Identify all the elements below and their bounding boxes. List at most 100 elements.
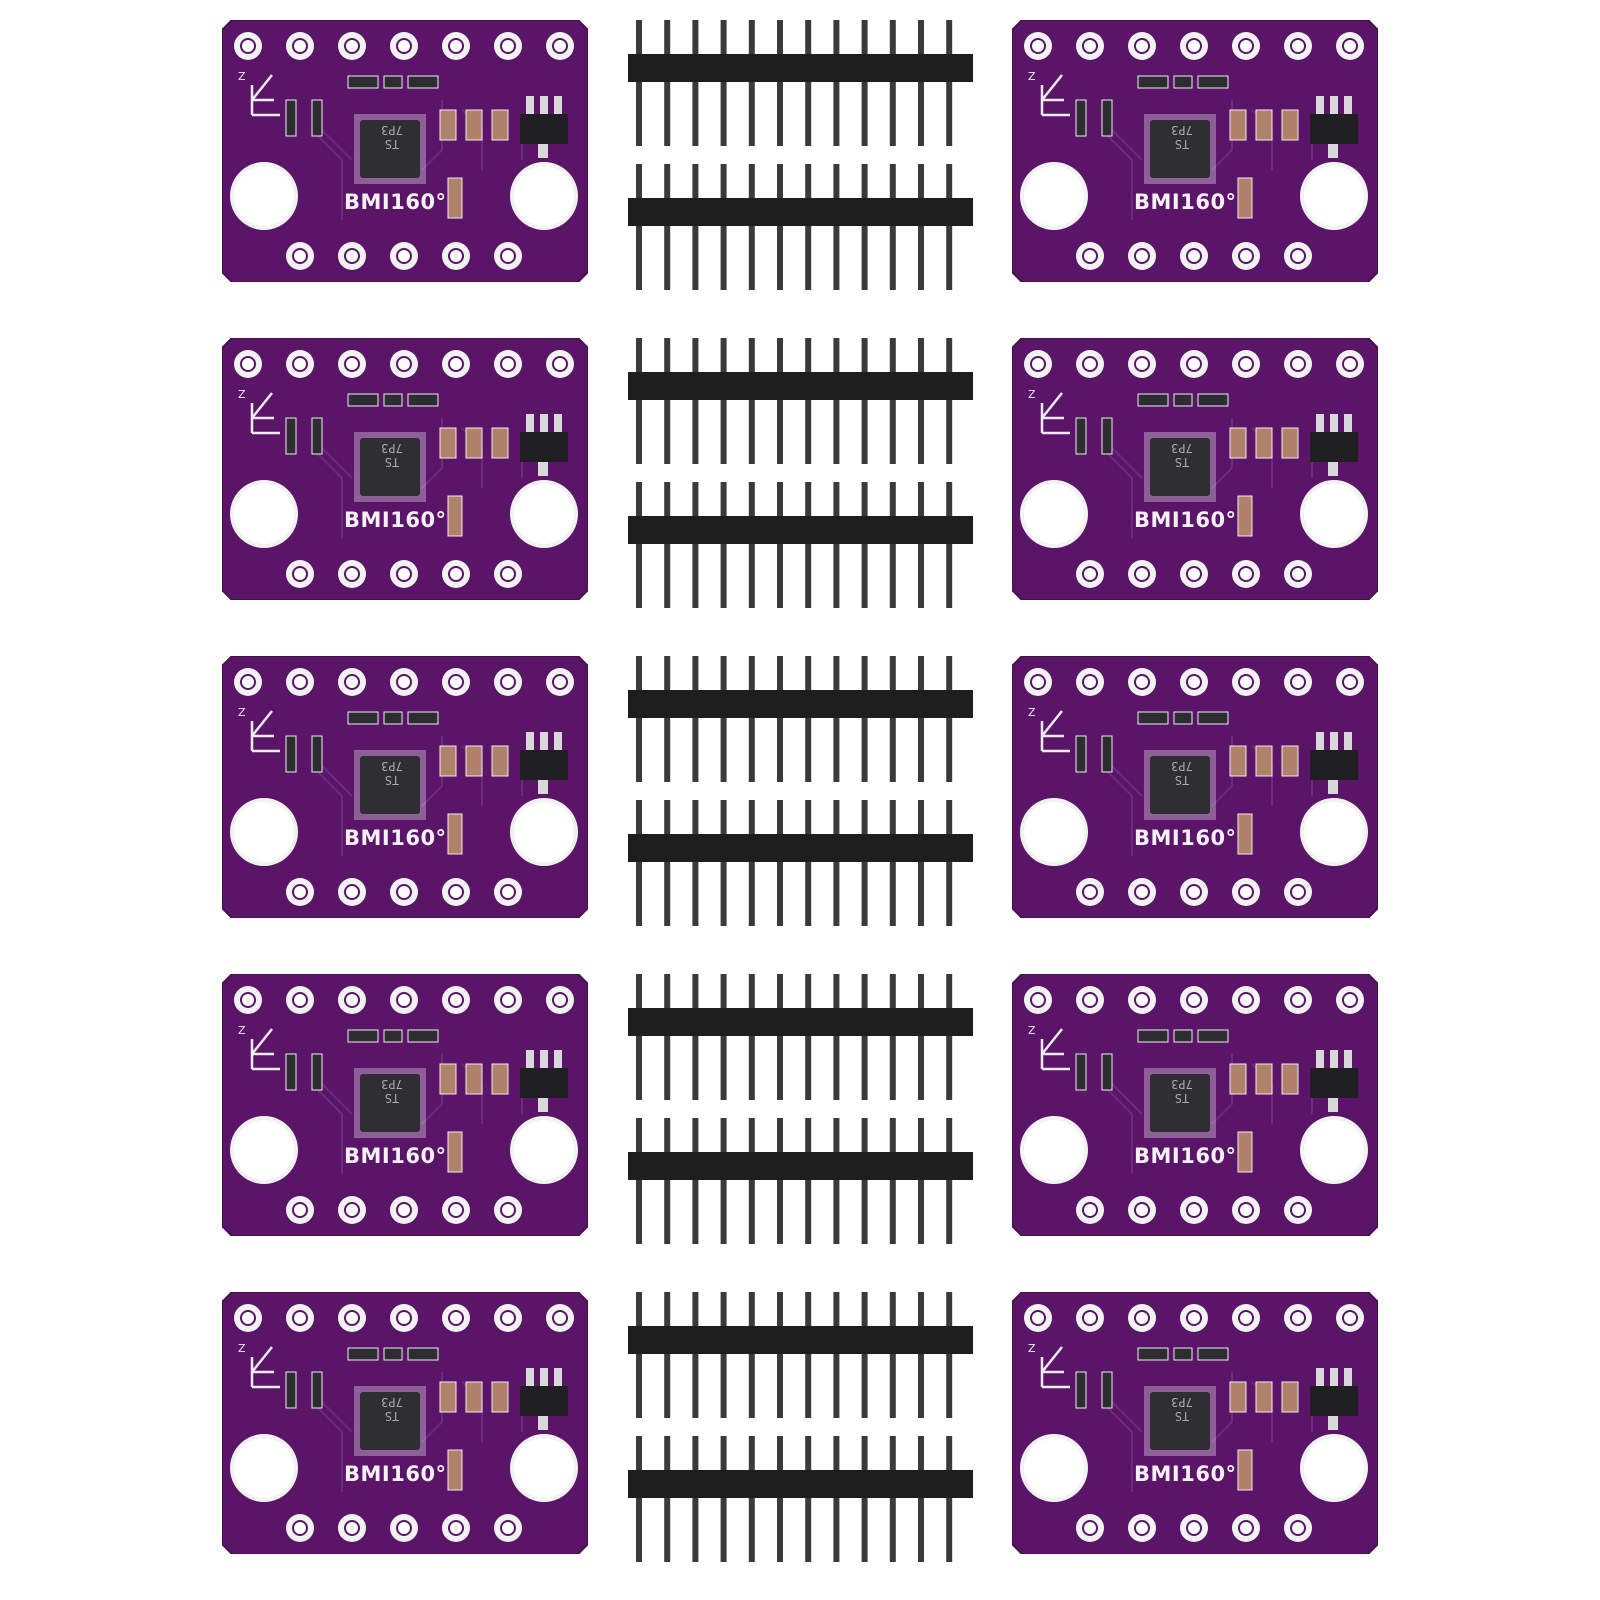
chip-marking-line1: TS bbox=[1174, 1409, 1190, 1423]
chip-marking-line2: 7P3 bbox=[1171, 1395, 1193, 1409]
chip-marking-line2: 7P3 bbox=[381, 1077, 403, 1091]
board-label: BMI160° bbox=[1134, 1462, 1237, 1486]
header-pin bbox=[748, 656, 755, 782]
header-pin bbox=[918, 974, 924, 1100]
header-pin bbox=[833, 164, 840, 290]
pin-header-graphic bbox=[628, 1436, 973, 1562]
header-pin bbox=[946, 1118, 953, 1244]
header-pin bbox=[833, 800, 840, 926]
bmi160-board: Z TS 7P3 BMI160 bbox=[222, 974, 588, 1236]
header-pin bbox=[946, 1292, 953, 1418]
svg-text:Z: Z bbox=[1028, 70, 1036, 83]
pcb-graphic: Z bbox=[1012, 974, 1378, 1236]
chip-marking-line1: TS bbox=[384, 1409, 400, 1423]
header-pin bbox=[777, 1118, 783, 1244]
header-pin bbox=[861, 1292, 868, 1418]
chip-marking: TS 7P3 bbox=[374, 123, 410, 151]
header-pin bbox=[861, 974, 868, 1100]
header-pin bbox=[777, 974, 783, 1100]
header-pin bbox=[720, 1118, 727, 1244]
chip-marking: TS 7P3 bbox=[374, 1077, 410, 1105]
header-pin bbox=[664, 1436, 671, 1562]
pin-header bbox=[628, 974, 973, 1100]
chip-marking-line1: TS bbox=[1174, 455, 1190, 469]
header-pin bbox=[889, 338, 896, 464]
header-pin bbox=[636, 338, 642, 464]
board-label: BMI160° bbox=[344, 826, 447, 850]
chip-marking: TS 7P3 bbox=[1164, 1077, 1200, 1105]
board-label: BMI160° bbox=[344, 190, 447, 214]
header-pin bbox=[748, 1292, 755, 1418]
header-pin bbox=[748, 1436, 755, 1562]
header-pin bbox=[805, 338, 812, 464]
pin-header-graphic bbox=[628, 20, 973, 146]
board-label: BMI160° bbox=[344, 508, 447, 532]
header-pin bbox=[946, 974, 953, 1100]
header-pin bbox=[748, 482, 755, 608]
header-pin bbox=[889, 1118, 896, 1244]
header-pin bbox=[889, 800, 896, 926]
header-pin bbox=[636, 482, 642, 608]
header-pin bbox=[833, 20, 840, 146]
chip-marking: TS 7P3 bbox=[1164, 1395, 1200, 1423]
header-pin bbox=[918, 656, 924, 782]
header-pin bbox=[946, 1436, 953, 1562]
header-pin bbox=[664, 1118, 671, 1244]
header-pin bbox=[918, 1118, 924, 1244]
chip-marking-line1: TS bbox=[384, 137, 400, 151]
header-pin bbox=[720, 974, 727, 1100]
svg-text:Z: Z bbox=[238, 388, 246, 401]
header-pin bbox=[692, 800, 699, 926]
header-pin bbox=[889, 1292, 896, 1418]
header-pin bbox=[861, 482, 868, 608]
svg-text:Z: Z bbox=[238, 706, 246, 719]
chip-marking-line2: 7P3 bbox=[381, 441, 403, 455]
pin-header bbox=[628, 20, 973, 146]
chip-marking-line2: 7P3 bbox=[1171, 123, 1193, 137]
bmi160-board: Z TS 7P3 BMI160 bbox=[1012, 974, 1378, 1236]
header-pin bbox=[720, 482, 727, 608]
svg-text:Z: Z bbox=[238, 70, 246, 83]
header-pin bbox=[918, 20, 924, 146]
chip-marking-line1: TS bbox=[384, 773, 400, 787]
header-pin bbox=[692, 656, 699, 782]
header-pin bbox=[636, 20, 642, 146]
pin-header bbox=[628, 338, 973, 464]
header-pin bbox=[720, 20, 727, 146]
board-label: BMI160° bbox=[1134, 190, 1237, 214]
header-pin bbox=[889, 20, 896, 146]
pin-header-graphic bbox=[628, 338, 973, 464]
svg-text:Z: Z bbox=[1028, 1342, 1036, 1355]
header-pin bbox=[918, 164, 924, 290]
pin-header-graphic bbox=[628, 800, 973, 926]
header-pin bbox=[720, 338, 727, 464]
header-pin bbox=[720, 800, 727, 926]
pcb-graphic: Z bbox=[1012, 656, 1378, 918]
pcb-graphic: Z bbox=[1012, 20, 1378, 282]
header-pin bbox=[748, 164, 755, 290]
svg-text:Z: Z bbox=[238, 1024, 246, 1037]
pin-header-graphic bbox=[628, 1118, 973, 1244]
pin-header bbox=[628, 656, 973, 782]
header-pin bbox=[833, 1292, 840, 1418]
svg-text:Z: Z bbox=[238, 1342, 246, 1355]
header-pin bbox=[777, 656, 783, 782]
board-label: BMI160° bbox=[1134, 1144, 1237, 1168]
pin-header-graphic bbox=[628, 1292, 973, 1418]
chip-marking-line1: TS bbox=[1174, 1091, 1190, 1105]
header-pin bbox=[692, 338, 699, 464]
header-pin bbox=[889, 164, 896, 290]
header-pin bbox=[692, 1436, 699, 1562]
header-pin bbox=[946, 800, 953, 926]
bmi160-board: Z TS 7P3 BMI160 bbox=[222, 656, 588, 918]
header-pin bbox=[777, 1436, 783, 1562]
chip-marking: TS 7P3 bbox=[374, 759, 410, 787]
header-pin bbox=[805, 1118, 812, 1244]
header-pin bbox=[889, 974, 896, 1100]
pin-header bbox=[628, 1292, 973, 1418]
header-pin bbox=[889, 1436, 896, 1562]
chip-marking: TS 7P3 bbox=[374, 441, 410, 469]
pcb-graphic: Z bbox=[222, 974, 588, 1236]
header-pin bbox=[805, 20, 812, 146]
header-pin bbox=[833, 338, 840, 464]
